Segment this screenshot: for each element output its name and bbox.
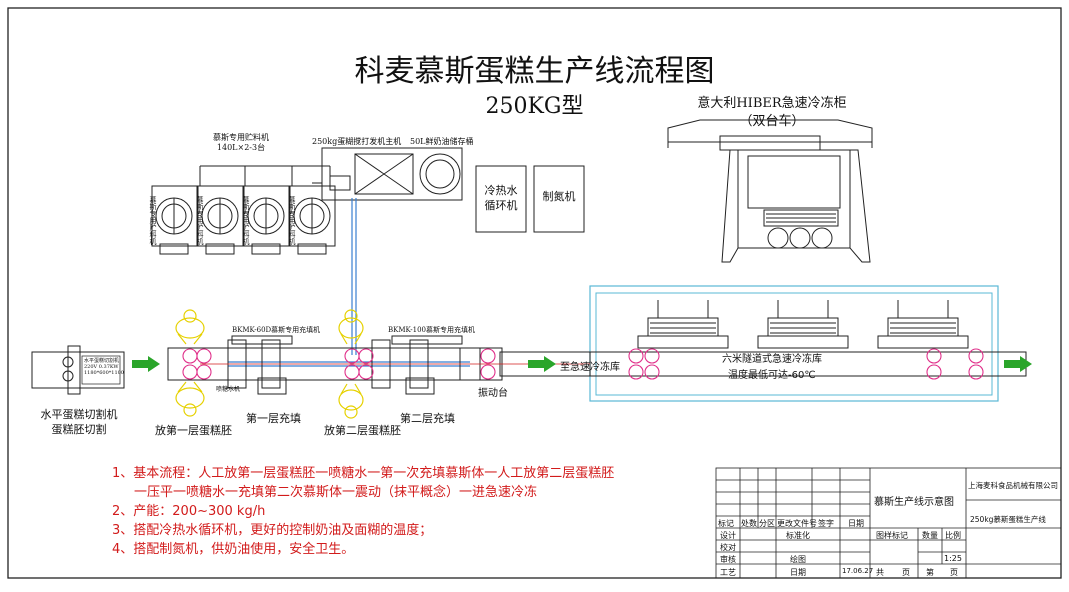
- storage-spec: 140L×2-3台: [216, 143, 266, 152]
- filler1-label: BKMK-60D慕斯专用充填机: [232, 326, 321, 334]
- filler2-label: BKMK-100慕斯专用充填机: [388, 326, 475, 334]
- tb-standard: 标准化: [786, 531, 810, 540]
- tb-sign: 签字: [818, 519, 834, 528]
- tb-scale-label: 比例: [945, 531, 961, 540]
- tb-mark: 标记: [718, 519, 734, 528]
- tunnel-inner: [595, 292, 993, 396]
- storage-tanks: [151, 165, 336, 255]
- title-block: [715, 467, 1062, 579]
- tb-page2: 页: [950, 568, 958, 577]
- note-3: 3、搭配冷热水循环机，更好的控制奶油及面糊的温度；: [112, 523, 433, 538]
- note-4: 4、搭配制氮机，供奶油使用，安全卫生。: [112, 542, 355, 557]
- tunnel-label-1: 六米隧道式急速冷冻库: [722, 354, 822, 365]
- tb-date-value: 17.06.27: [842, 567, 874, 575]
- mixer-label: 250kg蛋糊搅打发机主机: [312, 137, 402, 146]
- tb-stage-mark: 图样标记: [876, 531, 908, 540]
- pipes: [228, 198, 470, 367]
- tunnel-freezer-units: [637, 300, 969, 349]
- tb-date: 日期: [848, 519, 864, 528]
- tb-project: 250kg慕斯蛋糕生产线: [970, 515, 1046, 524]
- tank-label-4: 慕斯专用贮料机: [288, 196, 296, 245]
- page-title: 科麦慕斯蛋糕生产线流程图: [354, 54, 715, 89]
- flow-arrow-mid: [528, 356, 556, 372]
- freezer-name: 意大利HIBER急速冷冻柜: [697, 96, 847, 111]
- freezer-sub: （双台车）: [739, 114, 805, 129]
- nitrogen-label: 制氮机: [542, 190, 576, 203]
- chiller-label-1: 冷热水: [484, 184, 518, 197]
- tb-scale: 1:25: [944, 554, 962, 563]
- tb-doc-name: 慕斯生产线示意图: [874, 497, 954, 508]
- hiber-freezer: [667, 119, 873, 263]
- fill-layer2-label: 第二层充填: [400, 412, 455, 425]
- mixer-unit: [312, 147, 463, 201]
- page-subtitle: 250KG型: [485, 94, 584, 119]
- rollers: [182, 348, 984, 380]
- tb-date-label: 日期: [790, 568, 806, 577]
- storage-label: 慕斯专用贮料机: [213, 133, 269, 142]
- tb-weight: 数量: [922, 531, 938, 540]
- place-layer2-label: 放第二层蛋糕胚: [324, 424, 401, 437]
- cream-tank-label: 50L鲜奶油储存桶: [410, 137, 474, 146]
- tunnel-outer: [589, 285, 999, 402]
- tunnel-label-2: 温度最低可达-60℃: [728, 370, 816, 381]
- note-1-cont: 一压平一喷糖水一充填第二次慕斯体一震动（抹平概念）一进急速冷冻: [134, 485, 538, 500]
- tank-label-3: 慕斯专用贮料机: [242, 196, 250, 245]
- cutter-label-2: 蛋糕胚切割: [51, 423, 107, 436]
- fill-layer1-label: 第一层充填: [246, 412, 301, 425]
- tb-company: 上海麦科食品机械有限公司: [968, 481, 1058, 490]
- cutter-machine: [31, 345, 125, 395]
- tb-no: 第: [926, 568, 934, 577]
- tank-label-2: 慕斯专用贮料机: [196, 196, 204, 245]
- flow-arrow-out: [1004, 356, 1032, 372]
- note-1: 1、基本流程：人工放第一层蛋糕胚一喷糖水一第一次充填慕斯体一人工放第二层蛋糕胚: [112, 466, 615, 481]
- tb-draw: 绘图: [790, 555, 806, 564]
- chiller-label-2: 循环机: [484, 199, 518, 212]
- tb-total: 共: [876, 568, 884, 577]
- tb-design: 设计: [720, 531, 736, 540]
- tank-label-1: 慕斯专用贮料机: [149, 196, 157, 245]
- nitrogen-box: [533, 165, 585, 233]
- tb-check: 校对: [720, 543, 736, 552]
- flow-arrows: [132, 356, 1032, 372]
- sheet-border: [7, 7, 1062, 579]
- note-2: 2、产能：200~300 kg/h: [112, 504, 266, 519]
- chiller-box: [475, 165, 527, 233]
- cutter-label-1: 水平蛋糕切割机: [40, 408, 118, 421]
- tb-page: 页: [902, 568, 910, 577]
- operators: [175, 309, 364, 419]
- spray-label: 喷糖水机: [216, 386, 241, 393]
- place-layer1-label: 放第一层蛋糕胚: [155, 424, 232, 437]
- to-freezer-label: 至急速冷冻库: [560, 362, 620, 373]
- cutter-plate: 水平蛋糕切割机 220V 0.37KW 1180*600*1100: [84, 358, 124, 376]
- flow-arrow-in: [132, 356, 160, 372]
- tb-review: 审核: [720, 555, 736, 564]
- tb-count: 处数: [741, 519, 757, 528]
- shaker-label: 振动台: [478, 388, 508, 399]
- tb-zone: 分区: [759, 519, 775, 528]
- tb-change: 更改文件号: [777, 519, 817, 528]
- tb-process: 工艺: [720, 568, 736, 577]
